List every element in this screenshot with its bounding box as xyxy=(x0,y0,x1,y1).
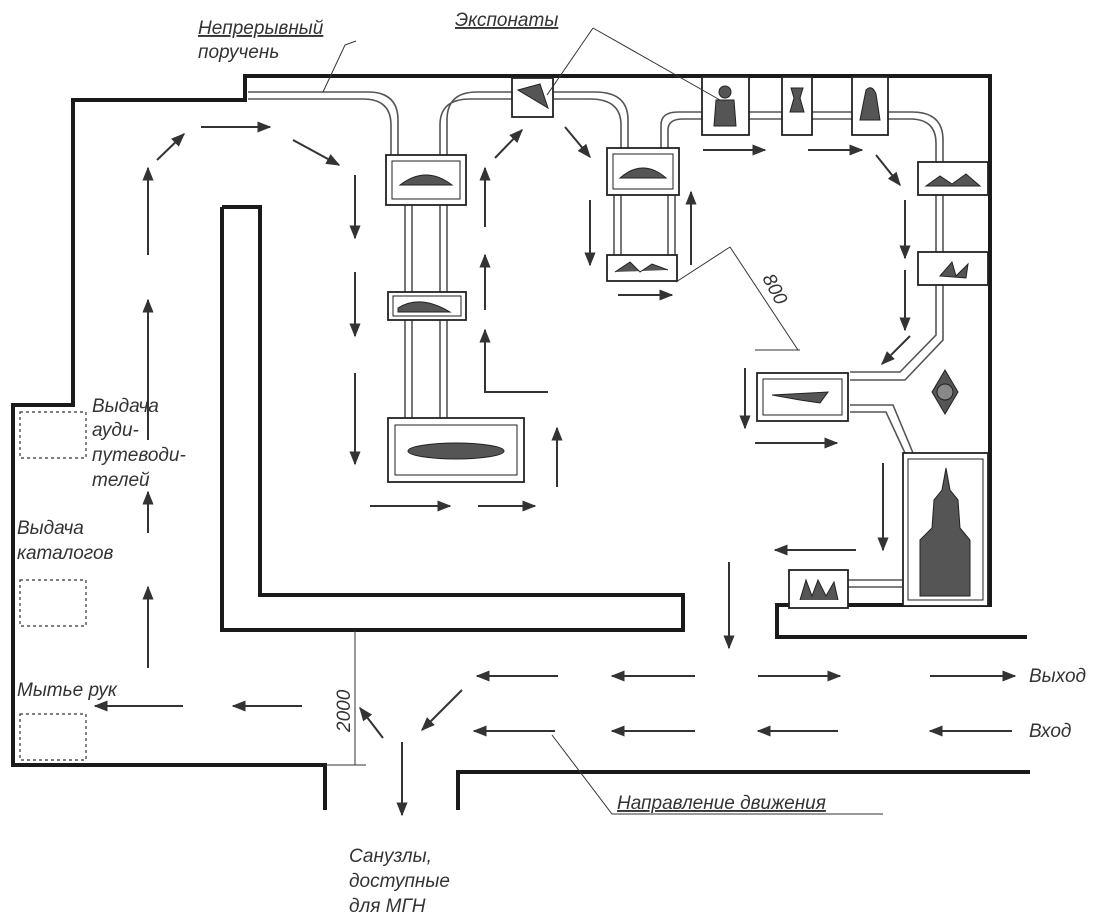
walls xyxy=(11,74,1030,810)
handrail xyxy=(248,91,944,588)
exhibits xyxy=(385,76,989,609)
audio-guide-label: Выдача xyxy=(92,396,159,417)
audio-guide-label: телей xyxy=(92,470,150,491)
catalog-label: Выдача xyxy=(17,518,84,539)
dimension-2000-label: 2000 xyxy=(334,689,355,733)
handrail-label: поручень xyxy=(198,42,279,63)
catalog-desk xyxy=(19,579,87,627)
exhibits-label: Экспонаты xyxy=(455,10,558,31)
bottom-wall xyxy=(456,770,1030,810)
toilet-label: для МГН xyxy=(349,896,426,917)
exhibit-icon xyxy=(387,291,467,321)
exhibit-icon xyxy=(387,417,525,483)
exhibit-icon xyxy=(917,251,989,286)
catalog-label: каталогов xyxy=(17,543,114,564)
handrail-label: Непрерывный xyxy=(198,18,324,39)
toilet-label: доступные xyxy=(349,871,450,892)
dimension-800-label: 800 xyxy=(758,270,792,308)
audio-guide-desk xyxy=(19,411,87,459)
movement-arrows xyxy=(93,121,1017,817)
exhibit-icon xyxy=(931,369,959,415)
exhibit-icon xyxy=(385,154,467,206)
exhibit-icon xyxy=(781,76,813,136)
exhibit-icon xyxy=(902,452,989,607)
outer-wall xyxy=(11,74,1027,810)
handwash-station xyxy=(19,713,87,761)
handwash-label: Мытье рук xyxy=(17,680,118,701)
exhibit-icon xyxy=(851,76,889,136)
exhibit-icon xyxy=(511,77,554,118)
exhibit-icon xyxy=(606,254,678,282)
exhibit-icon xyxy=(756,372,849,422)
exhibit-icon xyxy=(701,76,750,136)
dimensions xyxy=(325,246,800,766)
audio-guide-label: путеводи- xyxy=(92,445,186,466)
toilet-label: Санузлы, xyxy=(349,846,432,867)
exhibit-icon xyxy=(788,569,849,609)
exhibit-icon xyxy=(917,161,989,196)
service-points xyxy=(19,411,87,761)
entry-label: Вход xyxy=(1029,721,1071,742)
leader-lines xyxy=(322,27,883,815)
exhibit-icon xyxy=(606,147,680,196)
labels: Непрерывный поручень Экспонаты Выдача ау… xyxy=(17,10,1086,917)
inner-wall xyxy=(220,205,685,632)
audio-guide-label: ауди- xyxy=(92,420,139,441)
direction-label: Направление движения xyxy=(617,793,826,814)
exit-label: Выход xyxy=(1029,666,1086,687)
